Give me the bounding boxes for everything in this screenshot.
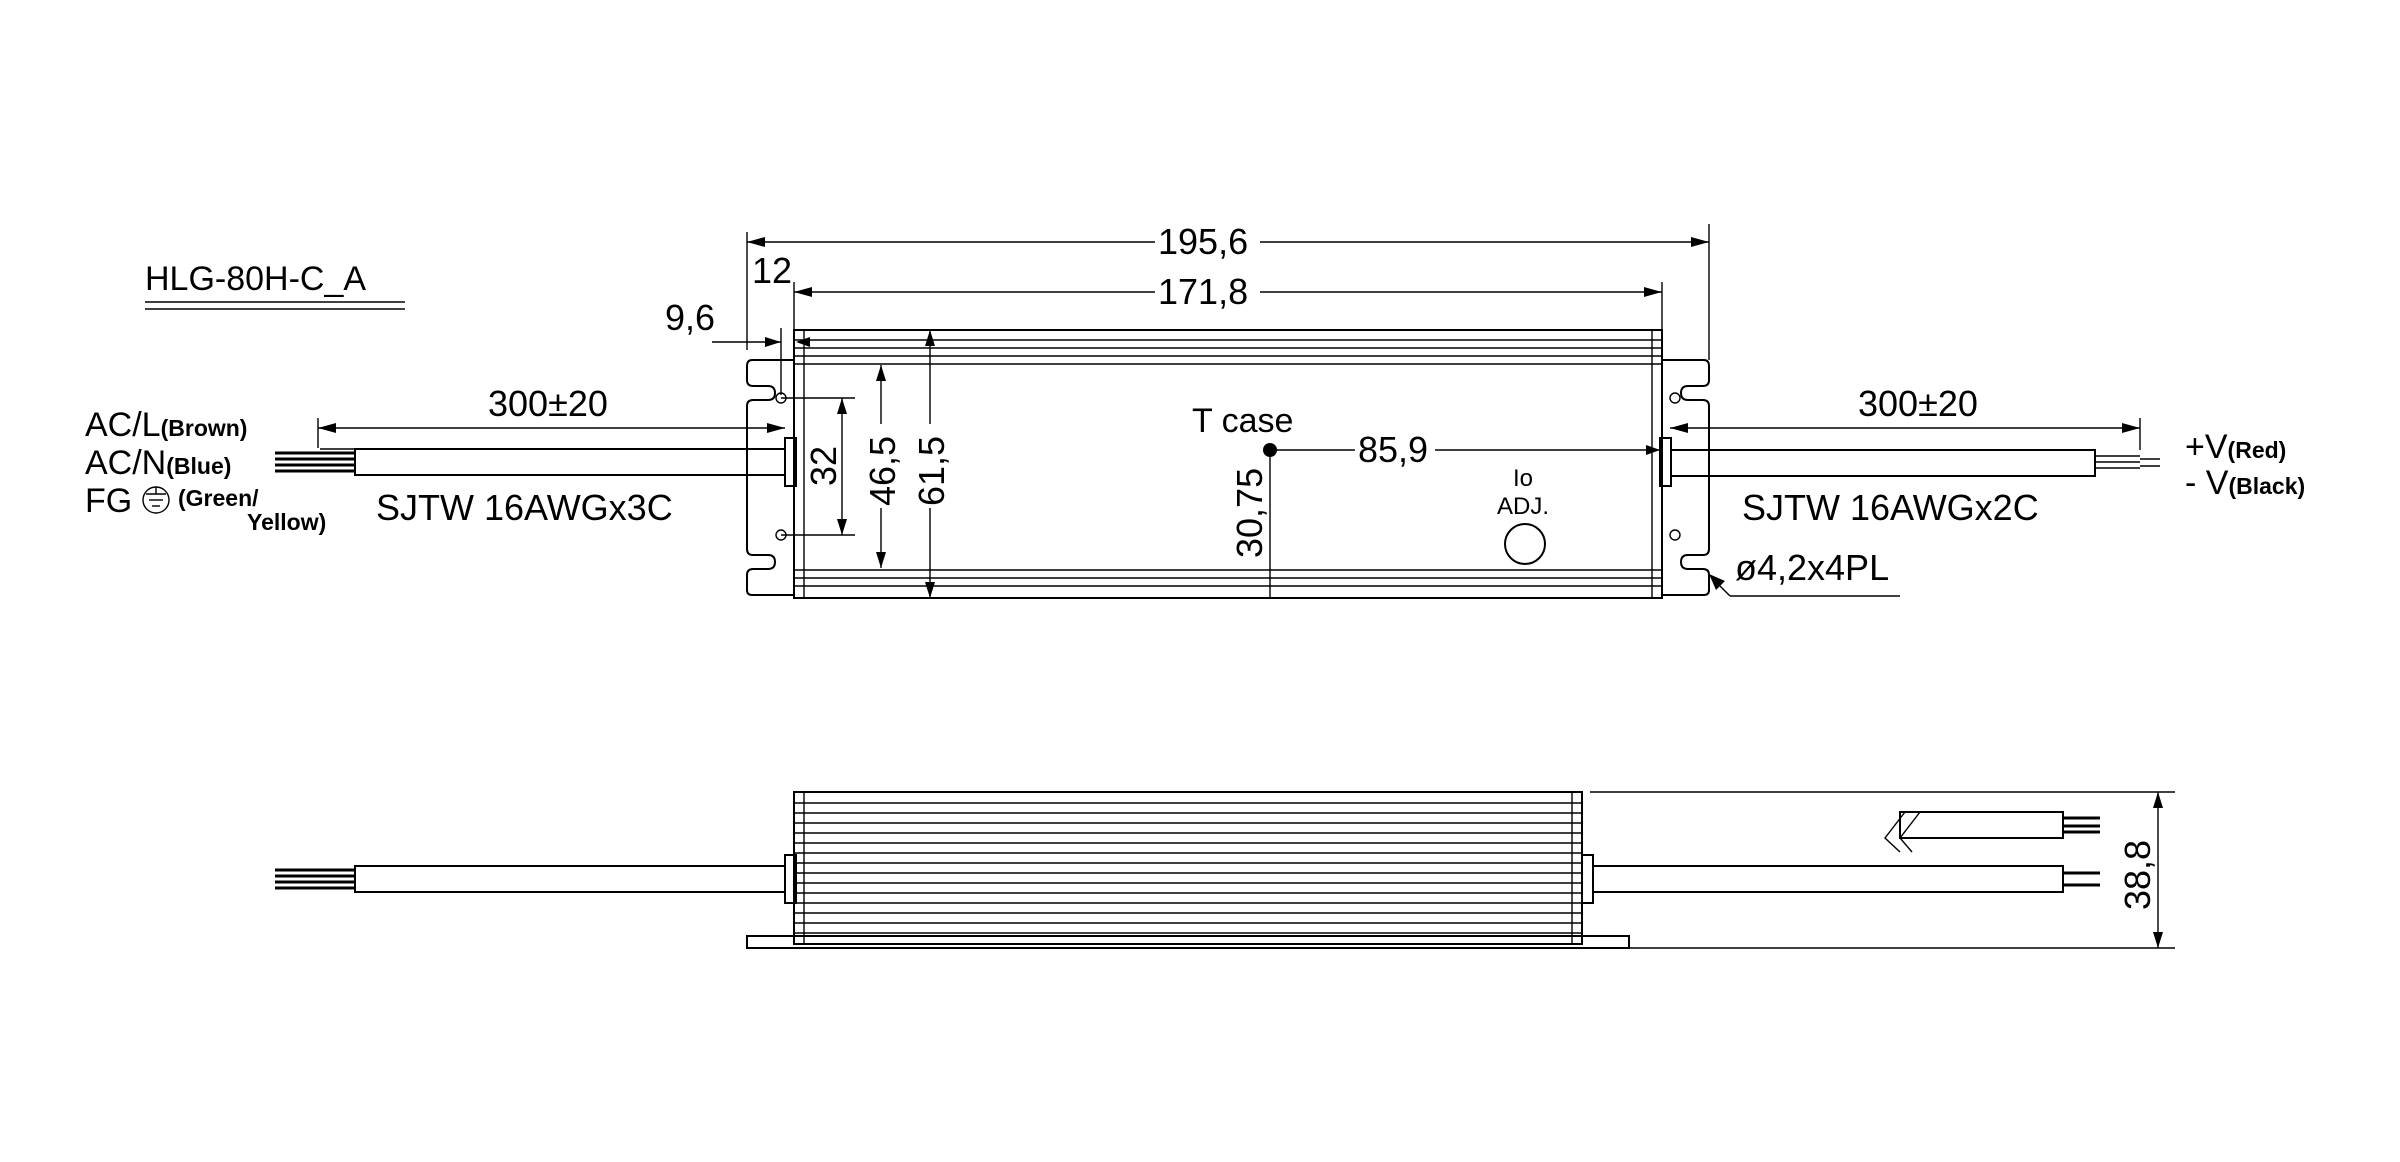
wire-ac-l: AC/L <box>85 406 161 444</box>
side-right-cable <box>1581 811 2100 904</box>
side-left-cable <box>275 854 797 904</box>
dim-case-width: 61,5 <box>911 436 952 506</box>
holes-spec: ø4,2x4PL <box>1735 547 1889 588</box>
io-adj-potentiometer <box>1504 523 1546 565</box>
dim-case-length: 171,8 <box>1158 271 1248 312</box>
side-view: 38,8 <box>275 791 2175 949</box>
svg-text:- V(Black): - V(Black) <box>2185 464 2305 502</box>
dim-cable-right: 300±20 <box>1858 383 1978 424</box>
model-title: HLG-80H-C_A <box>145 260 366 298</box>
right-wire-labels: +V(Red) - V(Black) <box>2185 428 2305 502</box>
dim-hole-offset: 9,6 <box>665 297 715 338</box>
left-wire-labels: AC/L(Brown) AC/N(Blue) FG (Green/ Yellow… <box>85 406 326 535</box>
wire-pos-color: (Red) <box>2228 437 2287 463</box>
wire-ac-n: AC/N <box>85 444 166 482</box>
svg-text:+V(Red): +V(Red) <box>2185 428 2286 466</box>
side-case <box>793 791 1583 945</box>
dim-tcase-x: 85,9 <box>1358 429 1428 470</box>
wire-ac-n-color: (Blue) <box>166 453 231 479</box>
wire-pos: +V <box>2185 428 2228 466</box>
cable-right-type: SJTW 16AWGx2C <box>1742 487 2039 528</box>
dim-cable-left: 300±20 <box>488 383 608 424</box>
dim-tcase-y: 30,75 <box>1229 468 1270 558</box>
io-label: Io <box>1513 465 1533 492</box>
top-view: Io ADJ. T case 85,9 30,75 195,6 171,8 12 <box>85 221 2305 599</box>
ground-icon <box>142 486 170 514</box>
dim-height: 38,8 <box>2117 840 2158 910</box>
dim-flange: 12 <box>752 250 792 291</box>
wire-fg-color1: (Green/ <box>178 485 259 511</box>
wire-ac-l-color: (Brown) <box>161 415 248 441</box>
cable-left-type: SJTW 16AWGx3C <box>376 487 673 528</box>
case-body <box>793 329 1663 599</box>
dim-overall-length: 195,6 <box>1158 221 1248 262</box>
svg-text:AC/N(Blue): AC/N(Blue) <box>85 444 231 482</box>
svg-text:FG: FG <box>85 482 132 520</box>
wire-fg: FG <box>85 482 132 520</box>
dim-inner-width: 46,5 <box>862 436 903 506</box>
right-cable <box>1659 437 2160 487</box>
wire-neg: - V <box>2185 464 2229 502</box>
dim-hole-spacing: 32 <box>803 446 844 486</box>
adj-label: ADJ. <box>1497 493 1549 520</box>
left-cable <box>275 437 797 487</box>
tcase-label: T case <box>1192 402 1293 440</box>
svg-text:AC/L(Brown): AC/L(Brown) <box>85 406 247 444</box>
wire-fg-color2: Yellow) <box>247 509 326 535</box>
wire-neg-color: (Black) <box>2228 473 2305 499</box>
